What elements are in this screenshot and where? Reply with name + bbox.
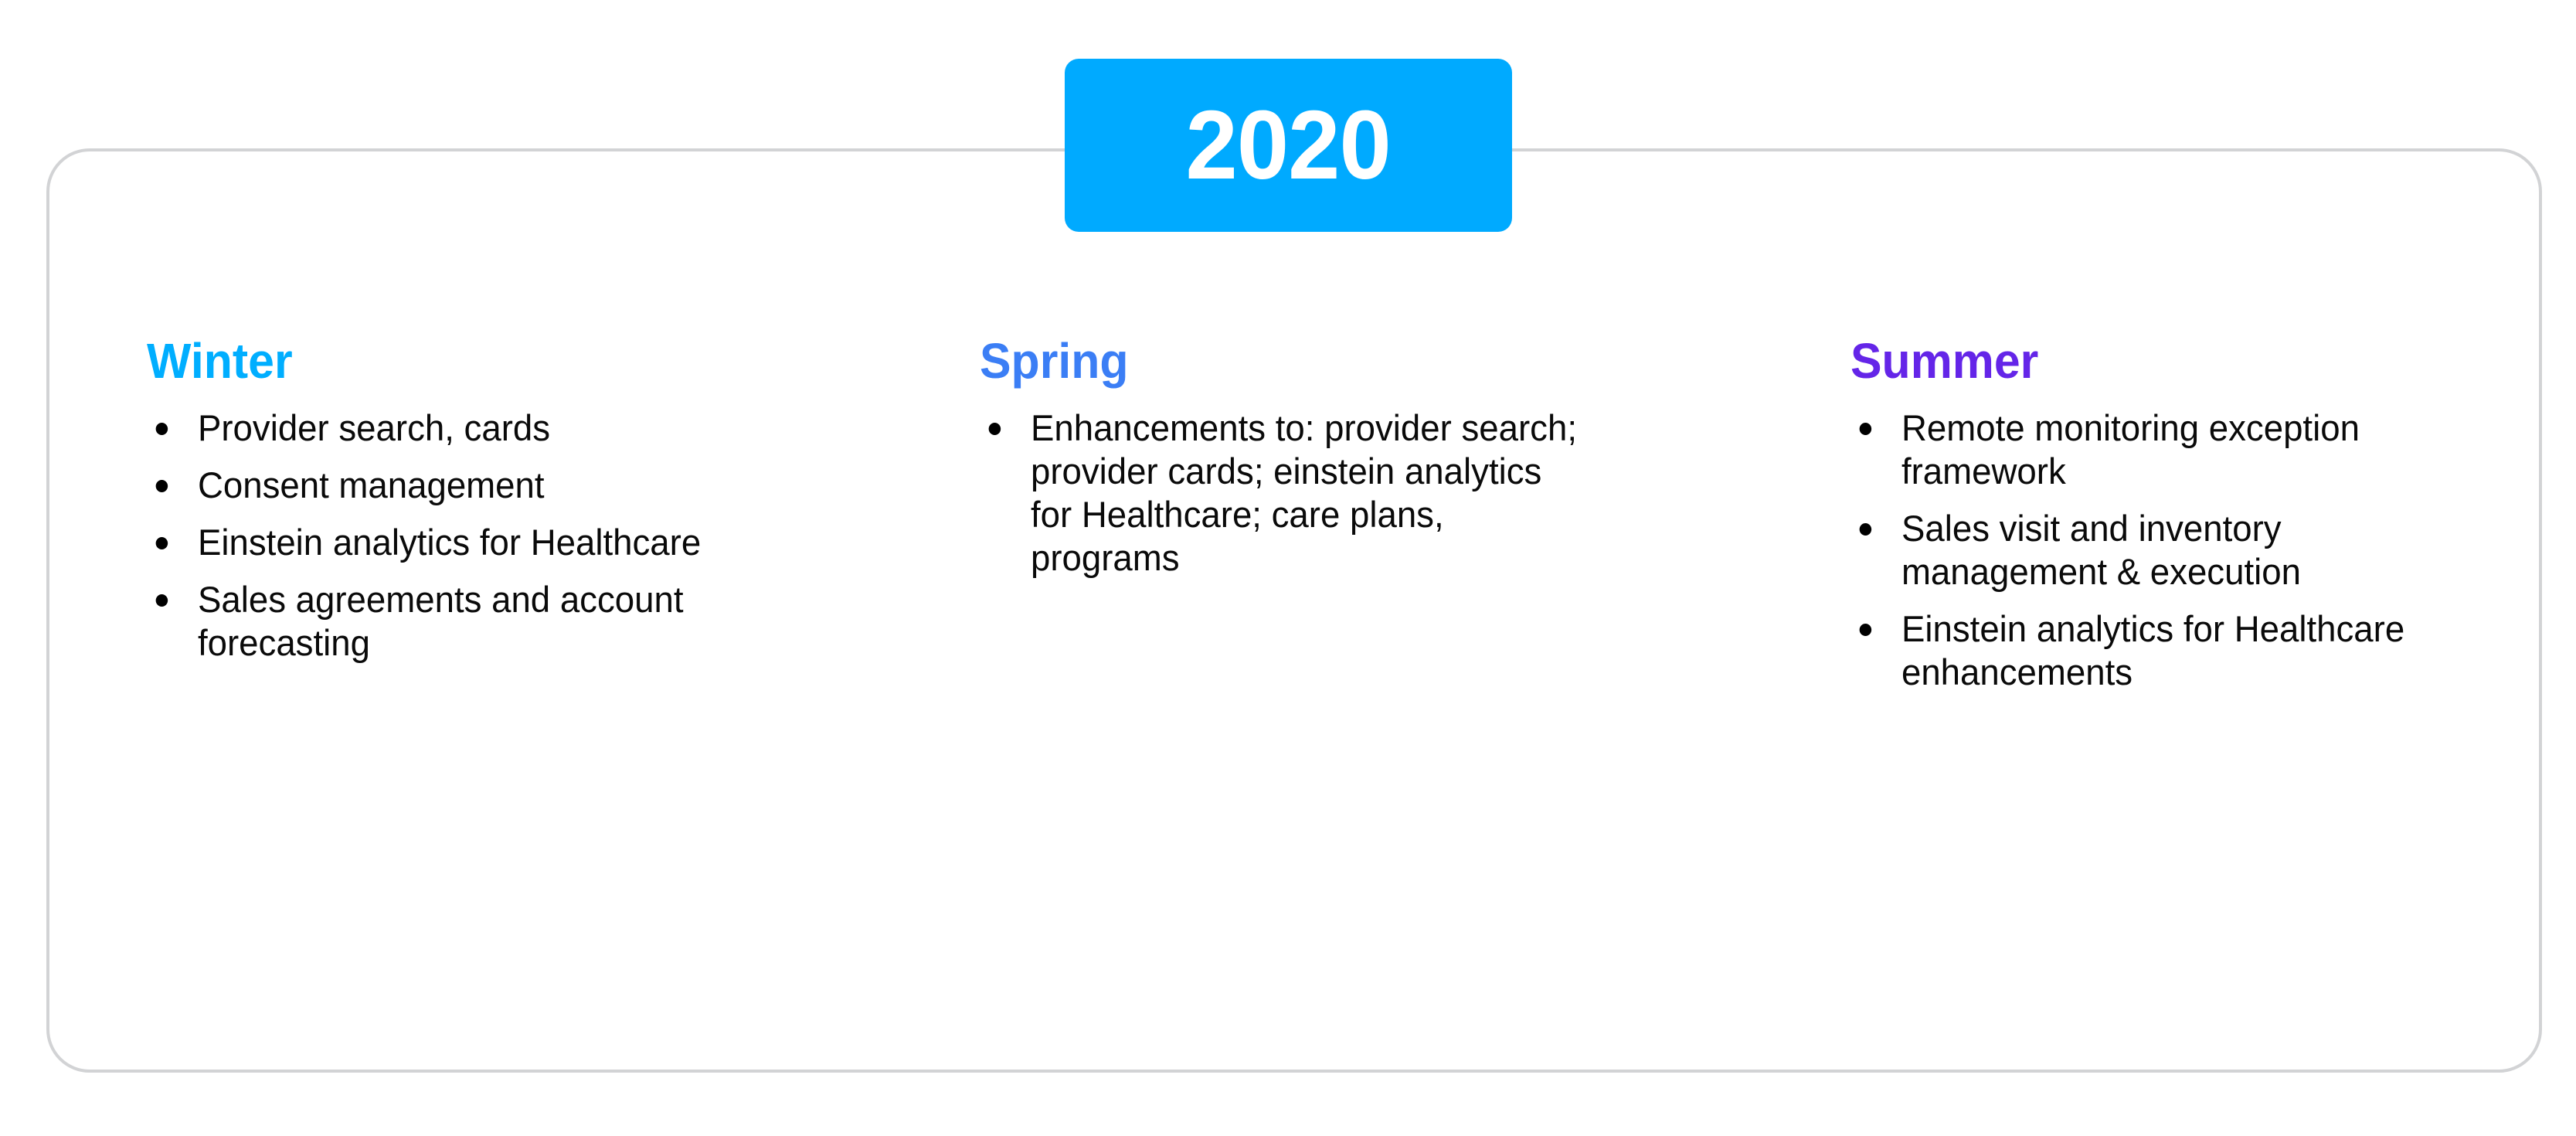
- bullet-dot-icon: [155, 594, 168, 607]
- list-item-label: Consent management: [197, 464, 545, 505]
- list-item: Sales agreements and account forecasting: [147, 578, 739, 665]
- list-item-label: Einstein analytics for Healthcare: [197, 522, 702, 563]
- season-heading-winter: Winter: [147, 333, 293, 389]
- bullet-dot-icon: [155, 480, 168, 492]
- list-item: Einstein analytics for Healthcare: [147, 521, 739, 564]
- season-column-summer: Summer Remote monitoring exception frame…: [1850, 332, 2469, 694]
- list-item: Einstein analytics for Healthcare enhanc…: [1850, 607, 2450, 694]
- year-badge-label: 2020: [1185, 90, 1392, 199]
- bullet-dot-icon: [1859, 624, 1872, 636]
- list-item-label: Sales agreements and account forecasting: [197, 579, 684, 663]
- bullet-list-summer: Remote monitoring exception framework Sa…: [1850, 406, 2469, 694]
- bullet-list-spring: Enhancements to: provider search; provid…: [980, 406, 1598, 580]
- list-item-label: Provider search, cards: [197, 407, 551, 448]
- list-item: Provider search, cards: [147, 406, 739, 450]
- season-column-spring: Spring Enhancements to: provider search;…: [980, 332, 1598, 580]
- list-item: Remote monitoring exception framework: [1850, 406, 2450, 493]
- list-item-label: Remote monitoring exception framework: [1901, 407, 2360, 491]
- season-column-winter: Winter Provider search, cards Consent ma…: [147, 332, 757, 665]
- bullet-dot-icon: [1859, 423, 1872, 435]
- bullet-list-winter: Provider search, cards Consent managemen…: [147, 406, 757, 665]
- list-item-label: Einstein analytics for Healthcare enhanc…: [1901, 608, 2405, 692]
- list-item-label: Sales visit and inventory management & e…: [1901, 508, 2301, 592]
- list-item: Enhancements to: provider search; provid…: [980, 406, 1579, 580]
- bullet-dot-icon: [1859, 523, 1872, 536]
- season-heading-summer: Summer: [1850, 333, 2039, 389]
- list-item: Consent management: [147, 464, 739, 507]
- season-heading-spring: Spring: [980, 333, 1129, 389]
- bullet-dot-icon: [988, 423, 1001, 435]
- year-badge: 2020: [1065, 59, 1512, 232]
- bullet-dot-icon: [155, 423, 168, 435]
- list-item-label: Enhancements to: provider search; provid…: [1030, 407, 1577, 578]
- bullet-dot-icon: [155, 537, 168, 549]
- list-item: Sales visit and inventory management & e…: [1850, 507, 2450, 594]
